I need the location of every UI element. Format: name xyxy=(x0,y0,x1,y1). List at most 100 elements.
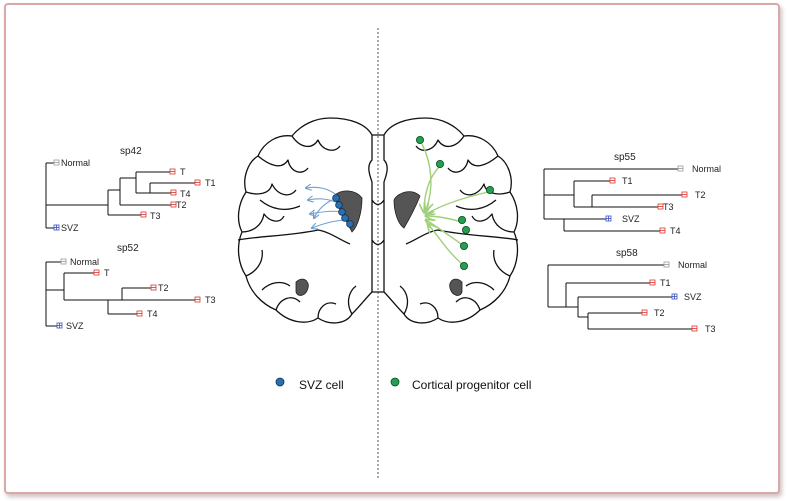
left-fissure xyxy=(237,229,351,245)
cortical-cell xyxy=(459,241,468,250)
leaf-marker xyxy=(194,296,201,303)
cortical-arrow xyxy=(424,165,441,212)
svz-cell xyxy=(332,194,340,202)
legend-svz-swatch xyxy=(275,377,285,387)
tree-sp42: sp42 xyxy=(45,146,196,229)
cortical-arrow xyxy=(428,224,463,265)
cortical-cell xyxy=(435,159,444,168)
leaf-label: Normal xyxy=(70,257,99,267)
brain-illustration xyxy=(237,117,519,324)
leaf-marker xyxy=(641,309,648,316)
leaf-label: T3 xyxy=(205,295,216,305)
midline-structure xyxy=(368,135,388,292)
leaf-marker xyxy=(93,269,100,276)
tree-branches xyxy=(45,261,196,327)
leaf-marker xyxy=(681,191,688,198)
leaf-label: T4 xyxy=(147,309,158,319)
leaf-label: T1 xyxy=(660,278,671,288)
leaf-label: T1 xyxy=(205,178,216,188)
leaf-label: T2 xyxy=(176,200,187,210)
left-gyri xyxy=(241,135,357,319)
cortical-cell xyxy=(461,225,470,234)
leaf-label: T xyxy=(180,167,186,177)
leaf-label: T3 xyxy=(150,211,161,221)
tree-title: sp52 xyxy=(117,243,139,254)
legend-cortical-label: Cortical progenitor cell xyxy=(412,378,531,392)
left-temporal-horn xyxy=(295,278,309,296)
leaf-label: SVZ xyxy=(61,223,79,233)
cortical-arrow xyxy=(426,216,463,223)
figure-frame xyxy=(4,3,780,494)
tree-branches xyxy=(45,162,196,229)
leaf-marker xyxy=(605,215,612,222)
leaf-marker xyxy=(60,258,67,265)
tree-sp55-leaves: Normal T1 T2 T3 SVZ T4 xyxy=(605,164,721,236)
leaf-label: T2 xyxy=(654,308,665,318)
svz-arrow xyxy=(306,187,339,197)
leaf-label: SVZ xyxy=(66,321,84,331)
tree-sp52: sp52 xyxy=(45,243,196,327)
leaf-marker xyxy=(677,165,684,172)
leaf-marker xyxy=(691,325,698,332)
leaf-marker xyxy=(53,159,60,166)
cortical-cells xyxy=(415,135,494,270)
tree-branches xyxy=(547,264,694,330)
leaf-marker xyxy=(56,322,63,329)
leaf-marker xyxy=(150,284,157,291)
right-gyri xyxy=(399,135,515,319)
cortical-cell xyxy=(485,185,494,194)
leaf-marker xyxy=(170,201,177,208)
right-fissure xyxy=(405,229,519,245)
tree-sp58: sp58 xyxy=(547,248,694,330)
svz-cell xyxy=(338,208,346,216)
leaf-label: SVZ xyxy=(684,292,702,302)
leaf-label: T2 xyxy=(695,190,706,200)
cortical-arrow xyxy=(421,143,431,210)
ventricles xyxy=(295,190,463,296)
leaf-label: Normal xyxy=(678,260,707,270)
leaf-marker xyxy=(657,203,664,210)
leaf-marker xyxy=(194,179,201,186)
leaf-label: T4 xyxy=(180,189,191,199)
tree-title: sp42 xyxy=(120,146,142,157)
cortical-arrow xyxy=(426,191,489,214)
leaf-label: T3 xyxy=(663,202,674,212)
legend-svz-label: SVZ cell xyxy=(299,378,344,392)
leaf-marker xyxy=(649,279,656,286)
leaf-label: T4 xyxy=(670,226,681,236)
leaf-label: T3 xyxy=(705,324,716,334)
leaf-marker xyxy=(609,177,616,184)
cortical-cell xyxy=(415,135,424,144)
cortical-cell xyxy=(459,261,468,270)
tree-title: sp58 xyxy=(616,248,638,259)
leaf-label: SVZ xyxy=(622,214,640,224)
right-temporal-horn xyxy=(449,278,463,296)
leaf-label: Normal xyxy=(61,158,90,168)
tree-sp58-leaves: Normal T1 SVZ T2 T3 xyxy=(641,260,716,334)
cortical-cell xyxy=(457,215,466,224)
leaf-label: Normal xyxy=(692,164,721,174)
svz-cells xyxy=(332,194,354,228)
leaf-marker xyxy=(53,224,60,231)
svz-arrow xyxy=(312,219,349,228)
legend: SVZ cell Cortical progenitor cell xyxy=(275,377,531,392)
leaf-label: T2 xyxy=(158,283,169,293)
svz-cell xyxy=(346,220,354,228)
tree-sp52-leaves: Normal T T2 T3 T4 SVZ xyxy=(56,257,216,331)
leaf-marker xyxy=(136,310,143,317)
cortical-arrows xyxy=(421,143,489,265)
tree-sp55: sp55 xyxy=(543,152,684,232)
leaf-label: T1 xyxy=(622,176,633,186)
leaf-marker xyxy=(671,293,678,300)
leaf-marker xyxy=(663,261,670,268)
right-ventricle xyxy=(393,191,421,229)
svz-arrow xyxy=(314,199,333,218)
svz-cell xyxy=(335,201,343,209)
legend-cortical-swatch xyxy=(390,377,400,387)
svz-cell xyxy=(341,214,349,222)
leaf-label: T xyxy=(104,268,110,278)
leaf-marker xyxy=(659,227,666,234)
tree-title: sp55 xyxy=(614,152,636,163)
tree-branches xyxy=(543,168,684,232)
